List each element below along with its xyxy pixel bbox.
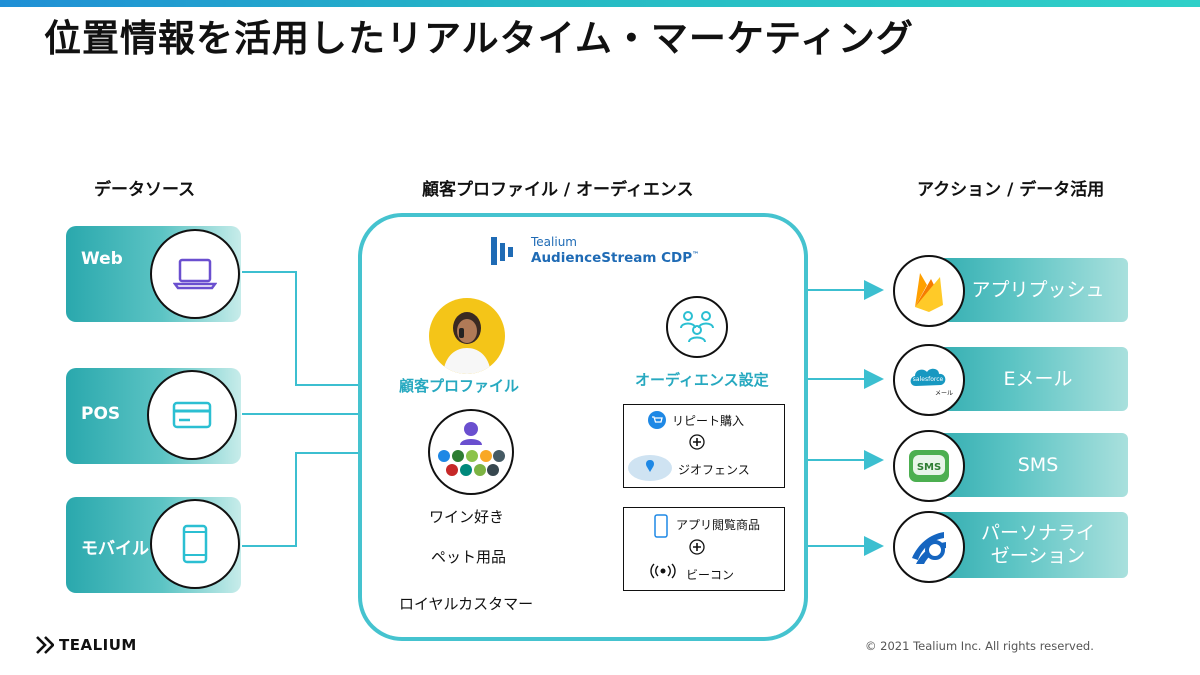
profiles-heading: 顧客プロファイル / オーディエンス xyxy=(422,180,694,200)
rule-app-viewed: アプリ閲覧商品 xyxy=(676,518,761,532)
action-email-label: Eメール xyxy=(1003,367,1073,390)
audience-label: オーディエンス設定 xyxy=(635,371,769,389)
action-personalization-label: パーソナライゼーション xyxy=(980,522,1095,567)
firebase-icon xyxy=(893,255,965,327)
source-web-label: Web xyxy=(81,249,123,269)
sms-icon: SMS xyxy=(893,430,965,502)
source-pos-label: POS xyxy=(81,404,121,424)
sms-badge-text: SMS xyxy=(917,462,941,473)
sources-heading: データソース xyxy=(94,180,196,200)
connector-web xyxy=(242,271,358,386)
phone-outline-icon xyxy=(654,514,668,538)
beacon-icon xyxy=(650,563,676,579)
actions-heading: アクション / データ活用 xyxy=(917,180,1105,200)
cdp-box: Tealium AudienceStream CDP™ 顧客プロファイル xyxy=(358,213,808,641)
rule-repeat-purchase: リピート購入 xyxy=(672,414,745,428)
copyright-text: © 2021 Tealium Inc. All rights reserved. xyxy=(865,639,1094,653)
laptop-icon xyxy=(150,229,240,319)
geofence-map-icon xyxy=(628,455,672,481)
mail-badge-text: メール xyxy=(935,390,953,397)
personalization-icon xyxy=(893,511,965,583)
connector-mobile xyxy=(242,452,358,547)
salesforce-badge-text: salesforce xyxy=(913,376,944,383)
audience-rule-app-beacon: アプリ閲覧商品 ビーコン xyxy=(623,507,785,591)
action-app-push-label: アプリプッシュ xyxy=(971,278,1105,301)
audience-group-icon xyxy=(666,296,728,358)
cart-icon xyxy=(648,411,666,429)
attribute-loyal: ロイヤルカスタマー xyxy=(399,595,534,613)
card-icon xyxy=(147,370,237,460)
audiencestream-product: AudienceStream CDP xyxy=(531,250,693,266)
profile-label: 顧客プロファイル xyxy=(399,377,520,395)
trademark-mark: ™ xyxy=(692,250,700,259)
attributes-icon xyxy=(428,409,514,495)
attribute-wine: ワイン好き xyxy=(429,508,505,526)
smartphone-icon xyxy=(150,499,240,589)
rule-geofence: ジオフェンス xyxy=(678,463,750,477)
plus-icon xyxy=(689,434,705,450)
top-accent-bar xyxy=(0,0,1200,7)
salesforce-icon: salesforce メール xyxy=(893,344,965,416)
action-sms-label: SMS xyxy=(1017,453,1059,476)
attribute-pet: ペット用品 xyxy=(431,548,507,566)
plus-icon xyxy=(689,539,705,555)
audience-rule-repeat-geofence: リピート購入 ジオフェンス xyxy=(623,404,785,488)
rule-beacon: ビーコン xyxy=(686,568,735,582)
source-mobile-label: モバイル xyxy=(81,539,149,559)
tealium-bars-icon xyxy=(491,237,513,265)
page-title: 位置情報を活用したリアルタイム・マーケティング xyxy=(44,17,914,60)
tealium-mark-icon xyxy=(36,636,54,654)
tealium-wordmark: TEALIUM xyxy=(59,636,137,654)
tealium-footer-logo: TEALIUM xyxy=(36,636,137,654)
customer-avatar xyxy=(429,298,505,374)
tealium-brand: Tealium xyxy=(531,235,577,249)
